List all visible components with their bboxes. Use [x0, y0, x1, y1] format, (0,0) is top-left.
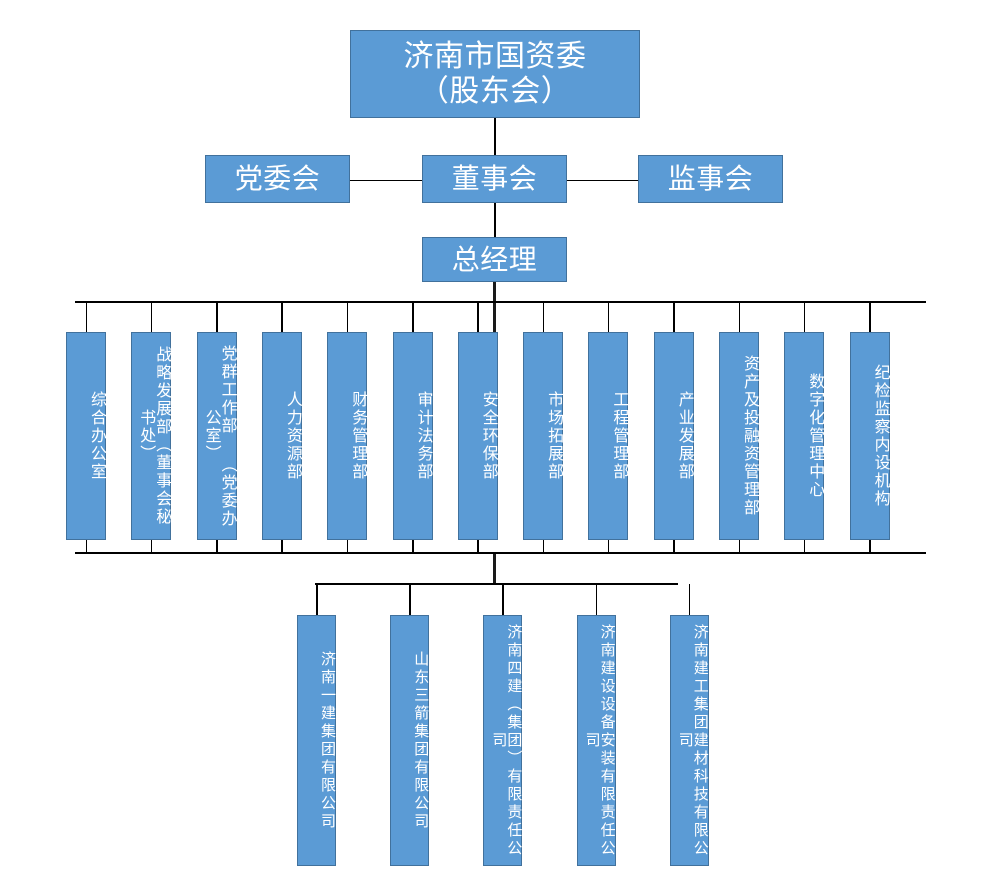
department-node[interactable]: 数字化管理中心: [784, 332, 825, 540]
department-node[interactable]: 市场拓展部: [523, 332, 564, 540]
department-stem-upper: [542, 302, 545, 332]
department-node[interactable]: 资产及投融资管理部: [719, 332, 760, 540]
department-stem-lower: [216, 540, 218, 553]
top-authority-line1: 济南市国资委: [403, 38, 587, 74]
connector-gm-to-dept-bus: [493, 281, 496, 333]
department-stem-upper: [477, 302, 479, 332]
department-node[interactable]: 产业发展部: [653, 332, 695, 540]
node-supervisory-board[interactable]: 监事会: [638, 155, 783, 203]
department-stem-upper: [85, 302, 87, 332]
node-board-of-directors[interactable]: 董事会: [422, 155, 567, 203]
subsidiary-stem: [316, 584, 318, 615]
subsidiary-node[interactable]: 济南四建（集团）有限责任公司: [483, 615, 523, 866]
connector-top-to-board: [494, 118, 496, 163]
department-node[interactable]: 安全环保部: [457, 332, 499, 540]
subsidiary-node[interactable]: 济南一建集团有限公司: [297, 615, 337, 866]
department-stem-lower: [738, 540, 740, 553]
department-node[interactable]: 审计法务部: [392, 332, 434, 540]
department-stem-lower: [281, 540, 283, 553]
department-stem-upper: [346, 302, 349, 332]
subsidiary-node[interactable]: 济南建设设备安装有限责任公司: [576, 615, 617, 866]
department-stem-upper: [216, 302, 218, 332]
department-stem-lower: [477, 540, 479, 553]
connector-department-lower-bus: [75, 552, 926, 554]
department-stem-upper: [281, 302, 283, 332]
top-authority-line2: （股东会）: [418, 74, 572, 109]
department-stem-lower: [869, 540, 871, 553]
subsidiary-stem: [409, 584, 411, 615]
subsidiary-stem: [595, 584, 598, 615]
department-stem-upper: [412, 302, 414, 332]
node-party-committee[interactable]: 党委会: [205, 155, 350, 203]
department-node[interactable]: 人力资源部: [261, 332, 303, 540]
connector-bus-to-subsidiary: [493, 554, 496, 584]
subsidiary-node[interactable]: 山东三箭集团有限公司: [390, 615, 430, 866]
department-stem-upper: [150, 302, 153, 332]
department-node[interactable]: 财务管理部: [327, 332, 368, 540]
department-node[interactable]: 综合办公室: [66, 332, 107, 540]
connector-board-to-gm: [494, 202, 496, 239]
node-general-manager[interactable]: 总经理: [422, 237, 567, 282]
department-stem-lower: [85, 540, 87, 553]
department-stem-lower: [673, 540, 675, 553]
department-stem-lower: [542, 540, 545, 553]
connector-subsidiary-bus: [315, 583, 678, 585]
department-node[interactable]: 党群工作部 （党委办公室）: [196, 332, 238, 540]
department-node[interactable]: 纪检监察内设机构: [849, 332, 891, 540]
department-stem-lower: [607, 540, 610, 553]
subsidiary-node[interactable]: 济南建工集团建材科技有限公司: [669, 615, 710, 866]
subsidiary-stem: [502, 584, 504, 615]
department-stem-lower: [150, 540, 153, 553]
department-stem-upper: [607, 302, 610, 332]
department-stem-lower: [803, 540, 806, 553]
department-stem-lower: [346, 540, 349, 553]
node-top-authority[interactable]: 济南市国资委 （股东会）: [350, 30, 640, 118]
department-stem-lower: [412, 540, 414, 553]
department-node[interactable]: 工程管理部: [588, 332, 629, 540]
department-stem-upper: [803, 302, 806, 332]
subsidiary-stem: [688, 584, 691, 615]
department-stem-upper: [738, 302, 740, 332]
department-node[interactable]: 战略发展部（董事会秘书处）: [131, 332, 172, 540]
department-stem-upper: [869, 302, 871, 332]
department-stem-upper: [673, 302, 675, 332]
connector-department-bus: [75, 301, 926, 303]
